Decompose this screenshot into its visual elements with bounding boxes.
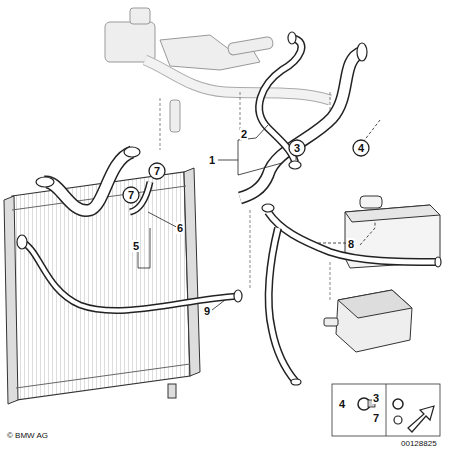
key-number: 4 [338, 398, 346, 410]
clamp-key-box [332, 384, 440, 436]
callout-number: 3 [288, 139, 306, 157]
callout-circle: 7 [148, 162, 166, 180]
engine-parts-grey [105, 8, 274, 132]
callout-number: 4 [352, 139, 370, 157]
circle-shape [149, 163, 165, 179]
callout-number: 1 [208, 154, 216, 166]
callout-number: 2 [240, 128, 248, 140]
callout-number: 9 [203, 305, 211, 317]
oil-cooler [324, 290, 412, 352]
circle-shape [353, 140, 369, 156]
callout-number: 7 [148, 162, 166, 180]
key-number: 3 [372, 392, 380, 404]
circle-shape [123, 187, 139, 203]
coolant-hoses [22, 38, 438, 382]
key-number: 7 [372, 412, 380, 424]
drawing-number: 00128825 [400, 438, 438, 450]
callout-number: 6 [176, 222, 184, 234]
leader-lines [138, 120, 380, 310]
callout-circle: 7 [122, 186, 140, 204]
callout-number: 5 [132, 240, 140, 252]
copyright-note: © BMW AG [6, 430, 49, 442]
dashed-guides [160, 92, 330, 300]
circle-shape [289, 140, 305, 156]
hose-clamps [17, 32, 441, 385]
callout-circle: 4 [352, 139, 370, 157]
callout-circle: 3 [288, 139, 306, 157]
callout-number: 8 [347, 238, 355, 250]
callout-number: 7 [122, 186, 140, 204]
